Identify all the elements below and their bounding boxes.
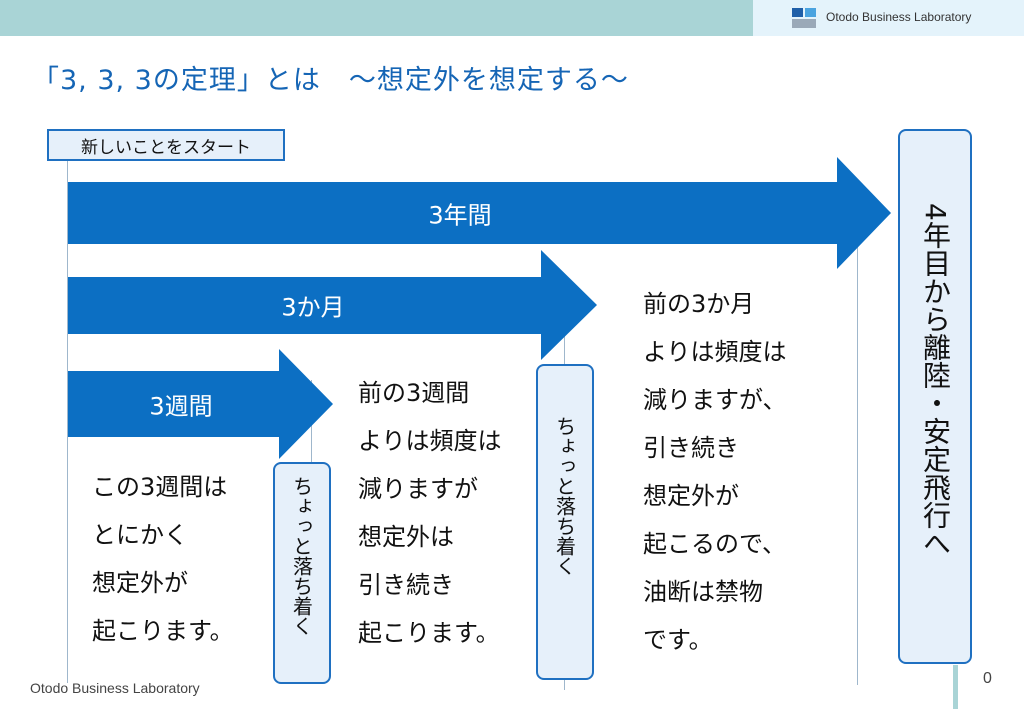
- note-three-months: 前の3週間 よりは頻度は 減りますが 想定外は 引き続き 起こります。: [358, 379, 502, 647]
- calm-down-label-2: ちょっと落ち着く: [552, 416, 577, 576]
- year-four-box: 4年目から離陸・安定飛行へ: [898, 129, 972, 664]
- footer-accent-bar: [953, 665, 958, 709]
- calm-down-box-1: ちょっと落ち着く: [273, 462, 331, 684]
- calm-down-label-1: ちょっと落ち着く: [289, 476, 314, 636]
- note-three-weeks: この3週間は とにかく 想定外が 起こります。: [92, 473, 234, 645]
- calm-down-box-2: ちょっと落ち着く: [536, 364, 594, 680]
- arrow-label-three-years: 3年間: [428, 201, 492, 230]
- footer-brand: Otodo Business Laboratory: [30, 680, 200, 696]
- blue-squares-logo-icon: [792, 8, 816, 28]
- start-label-box: 新しいことをスタート: [47, 129, 285, 161]
- header-bar: [0, 0, 753, 36]
- start-guide-line: [67, 161, 68, 683]
- year-four-label: 4年目から離陸・安定飛行へ: [919, 203, 952, 557]
- years-guide-line: [857, 213, 858, 685]
- note-three-years: 前の3か月 よりは頻度は 減りますが、 引き続き 想定外が 起こるので、 油断は…: [643, 290, 787, 654]
- brand-area: [753, 0, 1024, 36]
- months-guide-line-lower: [564, 680, 565, 690]
- brand-name: Otodo Business Laboratory: [826, 10, 972, 24]
- page-title: 「3, 3, 3の定理」とは ～想定外を想定する～: [32, 65, 629, 96]
- arrow-label-three-months: 3か月: [281, 293, 345, 322]
- page-number: 0: [983, 670, 992, 687]
- arrow-label-three-weeks: 3週間: [149, 392, 213, 421]
